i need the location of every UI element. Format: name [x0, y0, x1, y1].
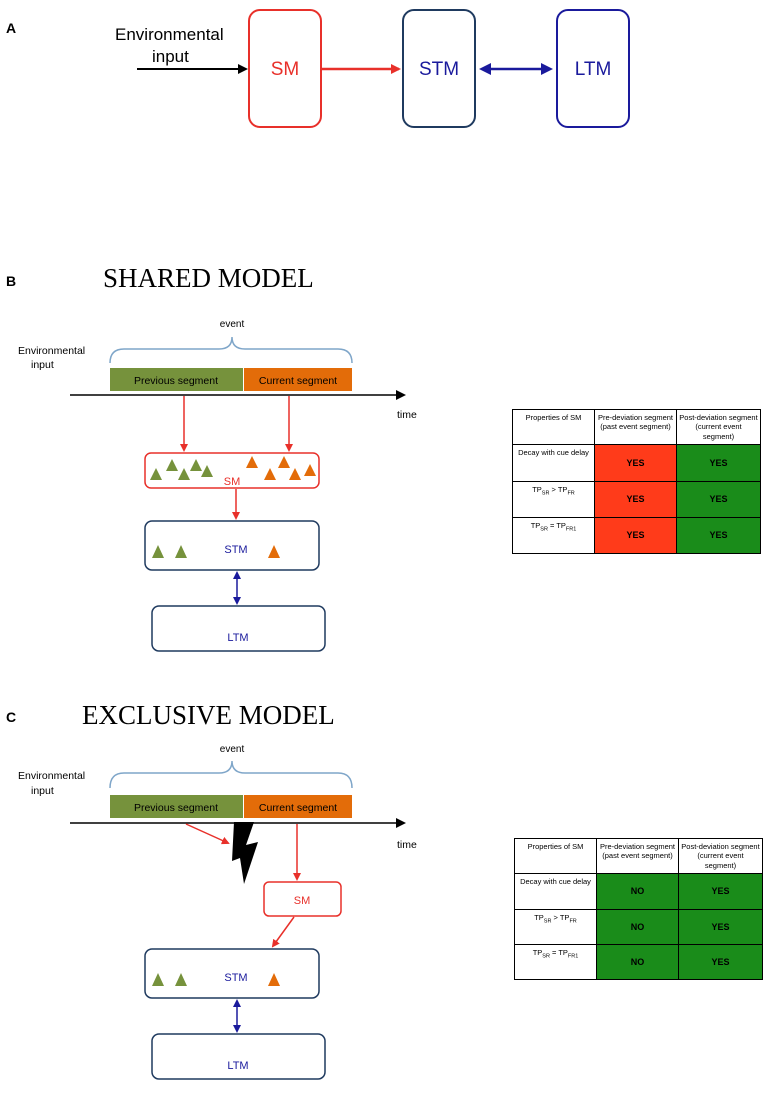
panel-b-input-label-line2: input [31, 359, 54, 371]
table-row: Decay with cue delay NO YES [514, 873, 763, 911]
stm-item-previous [152, 545, 164, 558]
panel-b-properties-table: Properties of SM Pre-deviation segment (… [512, 408, 761, 555]
sm-item-current [246, 456, 258, 468]
panel-a-stm-label: STM [419, 59, 459, 80]
lightning-bolt-icon [232, 822, 258, 884]
panel-c-prev-blocked-arrow [185, 823, 230, 845]
property-cell: Decay with cue delay [514, 873, 597, 911]
panel-b-label: B [6, 273, 16, 289]
pre-deviation-cell: NO [596, 909, 679, 946]
table-header-cell: Properties of SM [514, 837, 597, 875]
panel-b-ltm-box [151, 605, 326, 652]
panel-c-previous-segment [110, 795, 243, 818]
sm-item-previous [150, 468, 162, 480]
table-header-cell: Properties of SM [512, 408, 595, 446]
panel-c-properties-table: Properties of SM Pre-deviation segment (… [514, 837, 763, 981]
panel-c-previous-segment-label: Previous segment [134, 802, 218, 814]
panel-c-title: EXCLUSIVE MODEL [82, 700, 335, 730]
panel-c-event-label: event [220, 744, 245, 755]
stm-item-current [268, 545, 280, 558]
post-deviation-cell: YES [676, 444, 761, 483]
sm-item-previous [190, 459, 202, 471]
property-cell: TPSR > TPFR [512, 481, 595, 519]
panel-c-time-label: time [397, 839, 417, 851]
panel-c-current-segment [244, 795, 352, 818]
post-deviation-cell: YES [678, 944, 763, 981]
panel-a-stm-box [402, 9, 476, 128]
pre-deviation-cell: YES [594, 444, 677, 483]
table-row: Decay with cue delay YES YES [512, 444, 761, 483]
panel-b-sm-green-items [150, 459, 213, 480]
panel-b-previous-segment [110, 368, 243, 391]
panel-b-event-brace [109, 336, 353, 364]
post-deviation-cell: YES [678, 873, 763, 911]
panel-a-ltm-label: LTM [575, 59, 612, 80]
panel-a-input-label-line2: input [152, 47, 189, 66]
stm-item-previous [175, 545, 187, 558]
panel-c-ltm-box [151, 1033, 326, 1080]
table-header-row: Properties of SM Pre-deviation segment (… [514, 837, 763, 875]
pre-deviation-cell: NO [596, 944, 679, 981]
panel-c-label: C [6, 709, 16, 725]
panel-b-time-label: time [397, 409, 417, 421]
panel-a-ltm-box [556, 9, 630, 128]
panel-a-sm-label: SM [271, 59, 300, 80]
panel-b-previous-segment-label: Previous segment [134, 375, 218, 387]
sm-item-current [264, 468, 276, 480]
table-row: TPSR = TPFR1 NO YES [514, 944, 763, 981]
table-row: TPSR > TPFR NO YES [514, 909, 763, 946]
panel-b-event-label: event [220, 319, 245, 330]
table-row: TPSR = TPFR1 YES YES [512, 517, 761, 555]
panel-c-ltm-label: LTM [227, 1060, 248, 1072]
panel-c-sm-stm-arrow [271, 916, 295, 948]
panel-b-sm-label: SM [224, 476, 241, 488]
panel-b-stm-label: STM [224, 544, 247, 556]
property-cell: TPSR = TPFR1 [514, 944, 597, 981]
sm-item-previous [201, 465, 213, 477]
table-header-cell: Pre-deviation segment (past event segmen… [596, 837, 679, 875]
table-header-cell: Pre-deviation segment (past event segmen… [594, 408, 677, 446]
panel-b-title: SHARED MODEL [103, 263, 314, 293]
pre-deviation-cell: YES [594, 517, 677, 555]
pre-deviation-cell: YES [594, 481, 677, 519]
table-header-cell: Post-deviation segment (current event se… [678, 837, 763, 875]
table-header-cell: Post-deviation segment (current event se… [676, 408, 761, 446]
panel-b-input-label-line1: Environmental [18, 345, 85, 357]
panel-b-sm-orange-items [246, 456, 316, 480]
sm-item-previous [166, 459, 178, 471]
stm-item-previous [152, 973, 164, 986]
stm-item-current [268, 973, 280, 986]
sm-item-current [304, 464, 316, 476]
panel-b-ltm-label: LTM [227, 632, 248, 644]
panel-c-sm-box [263, 881, 342, 917]
panel-c-stm-label: STM [224, 972, 247, 984]
sm-item-current [289, 468, 301, 480]
sm-item-current [278, 456, 290, 468]
property-cell: Decay with cue delay [512, 444, 595, 483]
panel-c-input-label-line2: input [31, 785, 54, 797]
table-header-row: Properties of SM Pre-deviation segment (… [512, 408, 761, 446]
post-deviation-cell: YES [678, 909, 763, 946]
panel-c-current-segment-label: Current segment [259, 802, 337, 814]
panel-b-current-segment [244, 368, 352, 391]
post-deviation-cell: YES [676, 517, 761, 555]
panel-c-event-brace [109, 760, 353, 789]
sm-item-previous [178, 468, 190, 480]
property-cell: TPSR = TPFR1 [512, 517, 595, 555]
stm-item-previous [175, 973, 187, 986]
panel-c-sm-label: SM [294, 895, 311, 907]
table-row: TPSR > TPFR YES YES [512, 481, 761, 519]
panel-c-input-label-line1: Environmental [18, 770, 85, 782]
panel-a-label: A [6, 20, 16, 36]
panel-a-input-label-line1: Environmental [115, 25, 224, 44]
panel-b-current-segment-label: Current segment [259, 375, 337, 387]
post-deviation-cell: YES [676, 481, 761, 519]
pre-deviation-cell: NO [596, 873, 679, 911]
property-cell: TPSR > TPFR [514, 909, 597, 946]
